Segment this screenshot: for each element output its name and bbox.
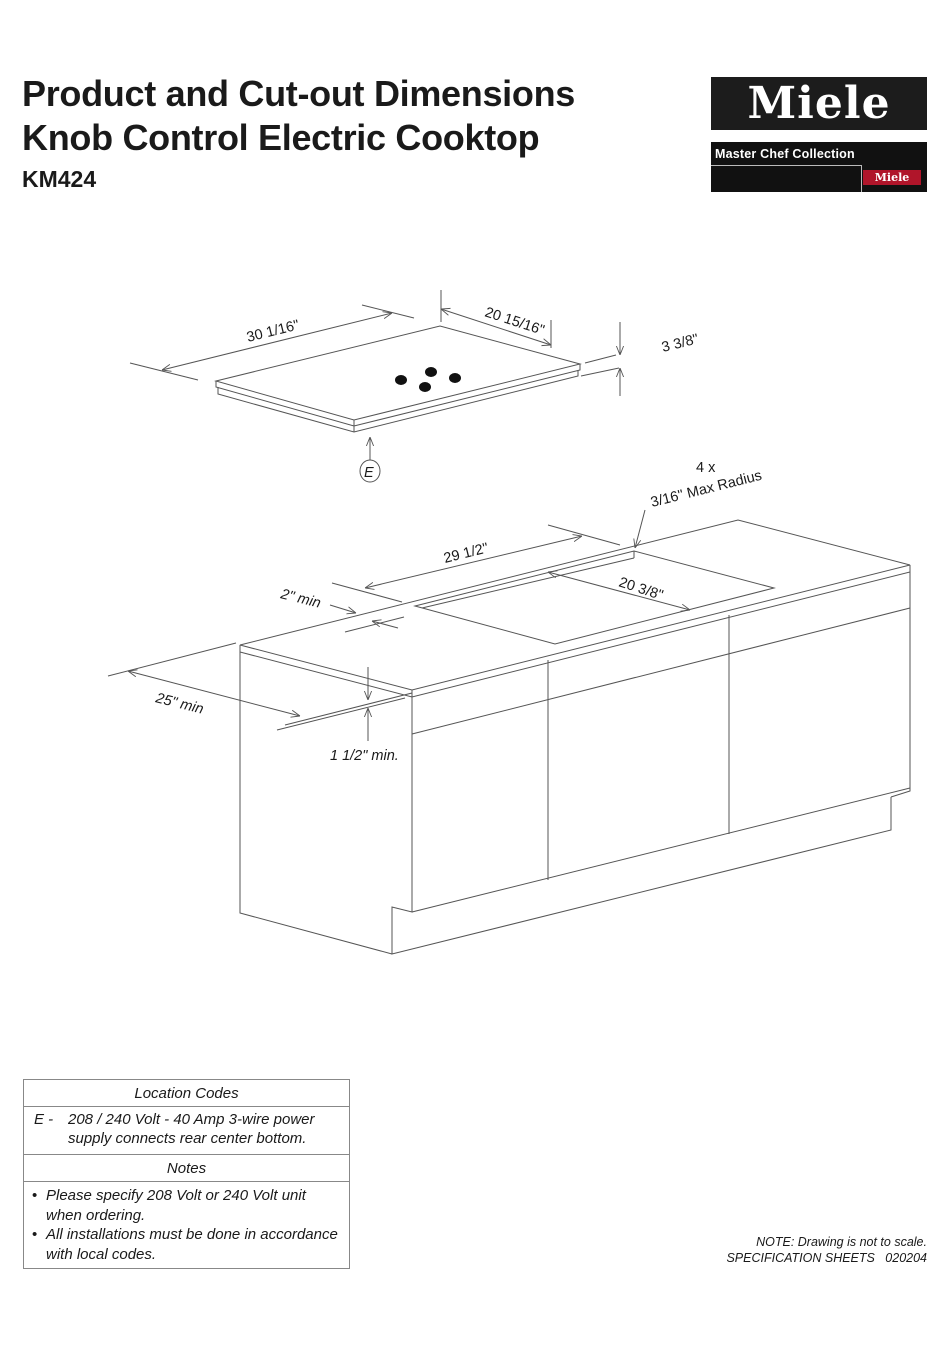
front-clearance-label: 2" min bbox=[278, 586, 322, 612]
radius-count-label: 4 x bbox=[696, 460, 716, 476]
spec-sheet-id: SPECIFICATION SHEETS 020204 bbox=[726, 1251, 927, 1265]
note-item: • All installations must be done in acco… bbox=[32, 1225, 343, 1264]
collection-name: Master Chef Collection bbox=[715, 147, 855, 161]
notes-list: • Please specify 208 Volt or 240 Volt un… bbox=[24, 1182, 349, 1268]
page-title-line2: Knob Control Electric Cooktop bbox=[22, 117, 540, 158]
location-code: E - bbox=[34, 1111, 54, 1128]
note-item: • Please specify 208 Volt or 240 Volt un… bbox=[32, 1186, 343, 1225]
page-title-line1: Product and Cut-out Dimensions bbox=[22, 73, 575, 114]
cutout-width-label: 29 1/2" bbox=[442, 540, 490, 567]
collection-badge: Master Chef Collection Miele bbox=[711, 142, 927, 192]
note-text: Please specify 208 Volt or 240 Volt unit… bbox=[46, 1187, 306, 1224]
miele-logo: Miele Master Chef Collection Miele bbox=[711, 77, 927, 192]
cooktop-height-label: 3 3/8" bbox=[660, 331, 700, 356]
badge-divider bbox=[711, 165, 861, 166]
location-code-row: E - 208 / 240 Volt - 40 Amp 3-wire power… bbox=[24, 1107, 349, 1155]
title-block: Product and Cut-out Dimensions Knob Cont… bbox=[22, 72, 575, 194]
brand-logo: Miele bbox=[711, 77, 927, 130]
location-code-text: 208 / 240 Volt - 40 Amp 3-wire power sup… bbox=[68, 1111, 315, 1147]
cooktop-depth-label: 20 15/16" bbox=[483, 305, 547, 339]
cutout-depth-label: 20 3/8" bbox=[617, 575, 665, 604]
model-number: KM424 bbox=[22, 166, 97, 192]
mini-brand-logo: Miele bbox=[863, 170, 921, 185]
footer: NOTE: Drawing is not to scale. SPECIFICA… bbox=[726, 1234, 927, 1266]
counter-cabinet-drawing bbox=[107, 509, 911, 955]
scale-note: NOTE: Drawing is not to scale. bbox=[756, 1235, 927, 1249]
bullet-icon: • bbox=[32, 1187, 38, 1204]
location-codes-table: Location Codes E - 208 / 240 Volt - 40 A… bbox=[23, 1079, 350, 1269]
cooktop-width-label: 30 1/16" bbox=[245, 317, 301, 345]
location-codes-heading: Location Codes bbox=[24, 1080, 349, 1107]
counter-thickness-label: 1 1/2" min. bbox=[330, 748, 399, 764]
note-text: All installations must be done in accord… bbox=[46, 1226, 338, 1263]
location-marker-e: E bbox=[364, 465, 374, 481]
bullet-icon: • bbox=[32, 1226, 38, 1243]
badge-divider-vertical bbox=[861, 165, 862, 192]
cooktop-drawing bbox=[129, 290, 620, 483]
notes-heading: Notes bbox=[24, 1155, 349, 1182]
counter-depth-label: 25" min bbox=[153, 690, 205, 718]
knobs bbox=[395, 367, 461, 392]
